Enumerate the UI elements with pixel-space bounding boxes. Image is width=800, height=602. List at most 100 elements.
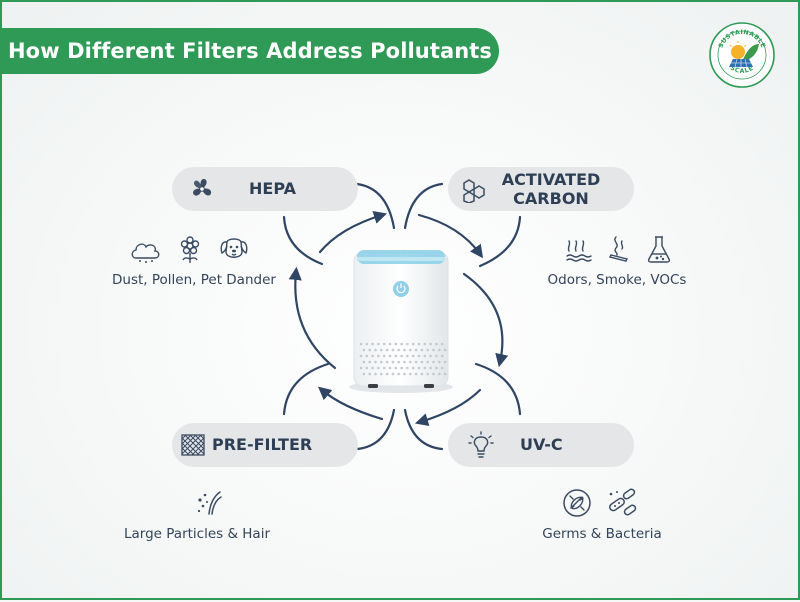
purifier-vent-grille [359,342,447,376]
svg-text:SCALE: SCALE [729,65,755,75]
vent-hole [435,366,438,370]
vent-hole [438,348,441,352]
logo-bottom-text: SCALE [729,65,755,75]
vent-hole [380,360,383,364]
vent-hole [417,366,421,370]
page-title: How Different Filters Address Pollutants [8,39,493,63]
vent-hole [368,372,372,376]
particles-hair-icon [197,491,222,515]
vent-hole [397,372,401,376]
vent-hole [382,354,386,358]
vent-hole [385,360,389,364]
filter-label-pre-filter: PRE-FILTER [212,435,313,454]
vent-hole [365,354,369,358]
vent-hole [391,348,395,352]
pill-activated-carbon: ACTIVATED CARBON [448,167,634,211]
arrow-uvc-inflow [403,408,444,451]
vent-hole [391,360,395,364]
vent-hole [443,348,447,352]
air-purifier-device [349,250,453,393]
vent-hole [371,354,374,358]
smoke-icon [608,236,629,262]
cloud-icon [131,243,160,263]
vent-hole [377,342,380,346]
vent-hole [400,342,403,346]
sustainable-scale-logo: SUSTAINABLE SCALE [709,22,775,88]
arrow-cycle-top-left [318,211,388,254]
vent-hole [377,366,380,370]
vent-hole [388,342,392,346]
hexagon-icon [463,179,485,203]
vent-hole [435,354,438,358]
vent-hole [429,342,432,346]
vent-hole [432,348,435,352]
vent-hole [409,360,412,364]
pill-uv-c: UV-C [448,423,634,467]
arrow-cycle-bottom-left [317,386,384,421]
vent-hole [380,372,383,376]
fan-icon [193,179,212,196]
vent-hole [374,348,377,352]
vent-hole [380,348,383,352]
vent-hole [362,372,366,376]
purifier-top-buttons [393,254,409,258]
filter-label-carbon: CARBON [513,189,589,208]
vent-hole [359,366,363,370]
vent-hole [394,342,398,346]
vent-hole [403,372,406,376]
vent-hole [362,348,366,352]
vent-hole [362,360,366,364]
filter-label-hepa: HEPA [249,179,296,198]
vent-hole [406,342,409,346]
vent-hole [426,348,430,352]
vent-hole [411,354,415,358]
vent-hole [409,348,412,352]
filter-label-activated: ACTIVATED [501,170,601,189]
vent-hole [423,342,427,346]
vent-hole [438,372,441,376]
vent-hole [429,366,432,370]
vent-hole [417,342,421,346]
power-icon [393,281,409,297]
vent-hole [440,342,444,346]
vent-hole [377,354,380,358]
vent-hole [414,372,418,376]
leaf-icon [742,44,759,62]
vent-hole [443,360,447,364]
vent-hole [409,372,412,376]
vent-hole [385,348,389,352]
vent-hole [365,366,369,370]
vent-hole [397,360,401,364]
vent-hole [411,366,415,370]
arrow-prefilter-inflow [355,408,396,451]
vent-hole [417,354,421,358]
vent-hole [368,360,372,364]
vent-hole [438,360,441,364]
vent-hole [391,372,395,376]
arrow-uvc-up [474,362,522,416]
vent-hole [382,342,386,346]
vent-hole [423,354,427,358]
vent-hole [411,342,415,346]
vent-hole [400,366,403,370]
vent-hole [403,360,406,364]
vent-hole [435,342,438,346]
vent-hole [432,360,435,364]
vent-hole [388,366,392,370]
arrow-prefilter-up [282,362,330,416]
vent-hole [397,348,401,352]
vent-hole [420,372,424,376]
vent-hole [394,354,398,358]
vent-hole [406,366,409,370]
arrow-carbon-down [478,215,522,268]
vent-hole [414,348,418,352]
arrow-carbon-inflow [403,182,444,230]
title-banner: How Different Filters Address Pollutants [2,28,499,74]
pollutants-uvc: Germs & Bacteria [542,526,662,542]
dog-icon [220,238,248,258]
odor-waves-icon [566,240,592,262]
lightbulb-icon [468,431,494,458]
vent-hole [420,348,424,352]
